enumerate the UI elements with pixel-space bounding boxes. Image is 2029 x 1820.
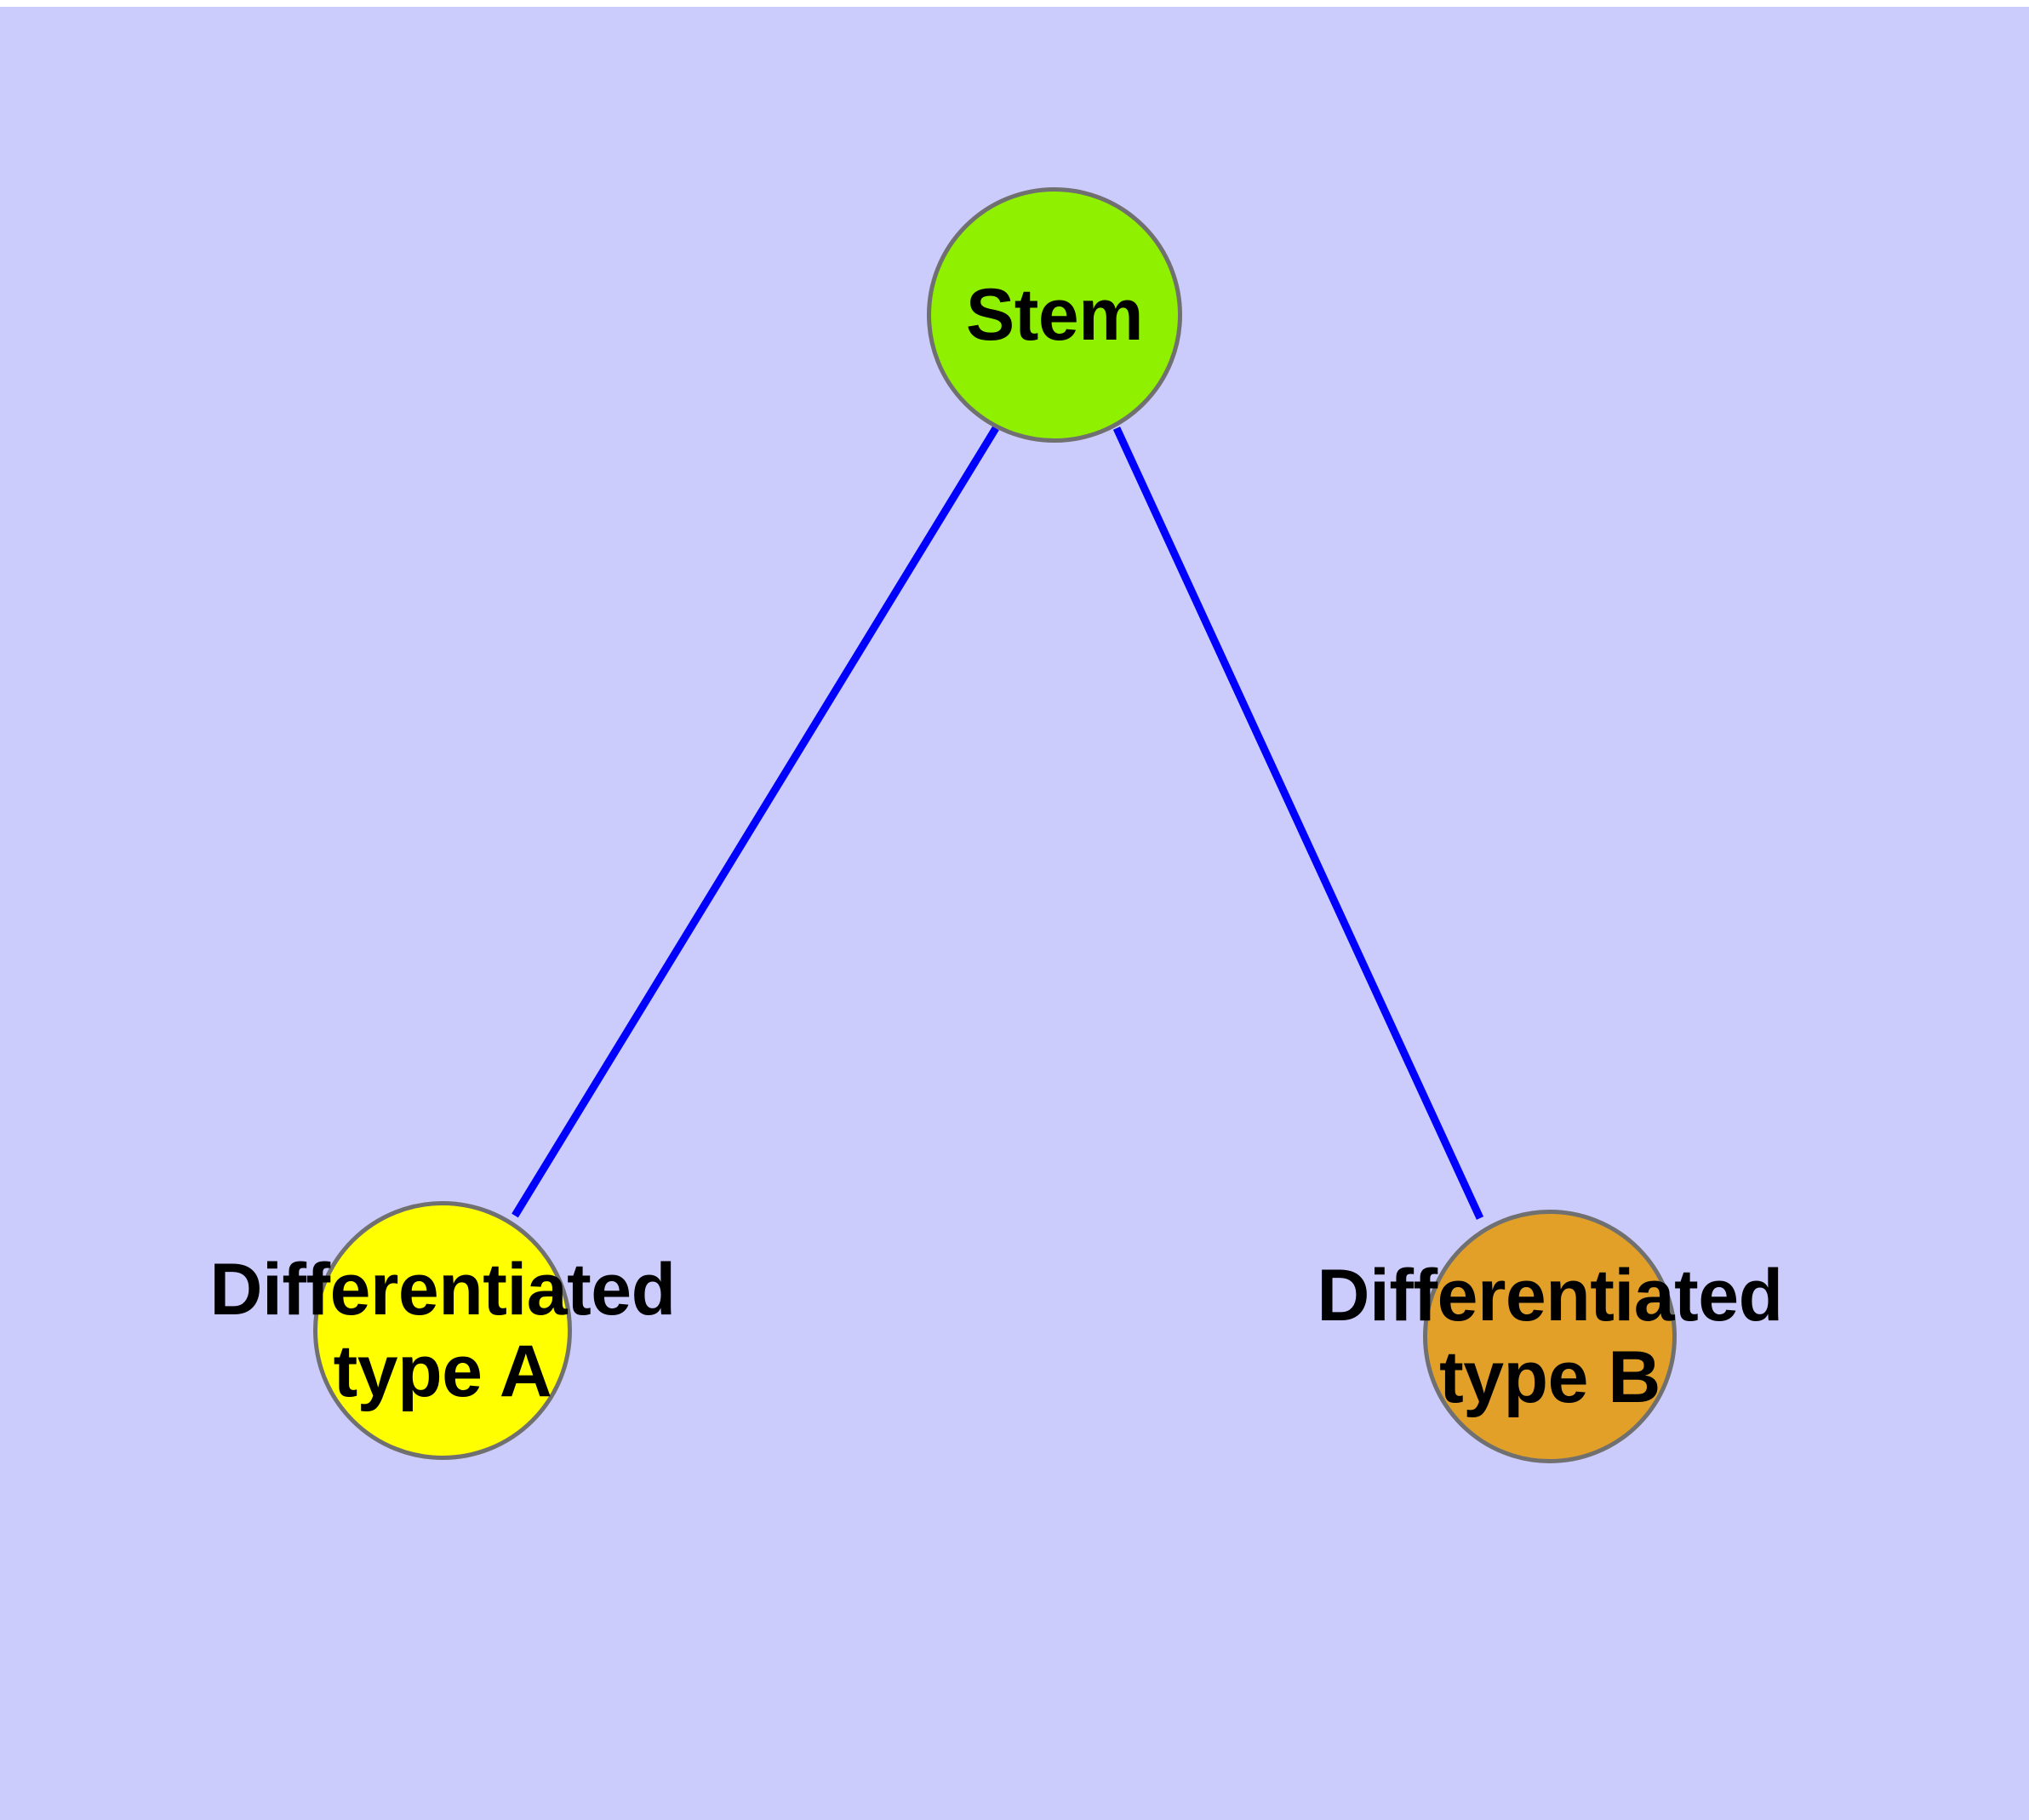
- edge-layer: [512, 426, 1484, 1220]
- edge-stem-to-differentiated-type-a[interactable]: [512, 426, 999, 1218]
- diagram-canvas: Stem Differentiated type A Differentiate…: [0, 7, 2029, 1820]
- node-differentiated-type-b[interactable]: [1423, 1210, 1677, 1463]
- node-differentiated-type-a[interactable]: [313, 1201, 572, 1460]
- node-stem[interactable]: [927, 187, 1182, 443]
- edge-stem-to-differentiated-type-b[interactable]: [1112, 426, 1484, 1220]
